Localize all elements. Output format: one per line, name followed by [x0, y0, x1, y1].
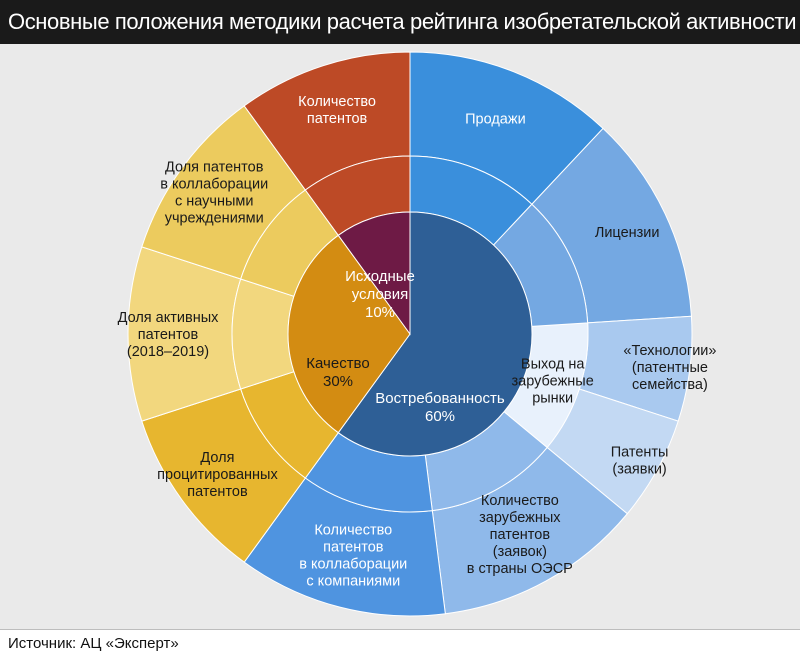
outer-label-1: Продажи	[465, 111, 526, 127]
outer-label-4: Патенты(заявки)	[611, 445, 669, 478]
source-note: Источник: АЦ «Эксперт»	[0, 629, 800, 657]
inner-slice-2	[287, 234, 411, 434]
chart-title: Основные положения методики расчета рейт…	[0, 0, 800, 44]
inner-slice-3	[337, 211, 411, 336]
mid-extension-8	[231, 278, 295, 390]
outer-label-2: Лицензии	[595, 225, 660, 241]
inner-slice-1	[337, 211, 533, 457]
